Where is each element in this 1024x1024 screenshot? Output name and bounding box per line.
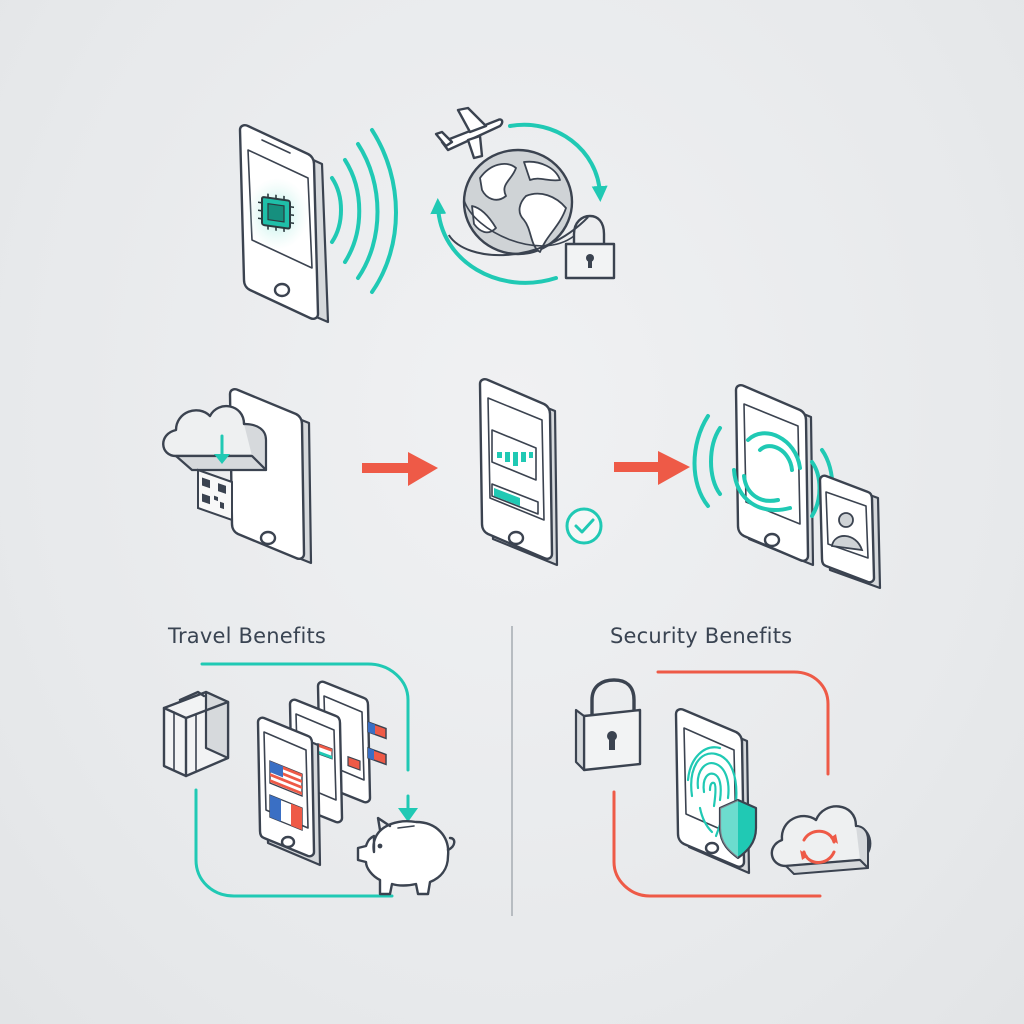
chip-icon	[258, 193, 294, 233]
cloud-download-icon	[162, 404, 268, 472]
phone-activation-icon	[478, 378, 603, 567]
cloud-sync-icon	[770, 805, 872, 875]
wireless-signal-icon	[330, 128, 398, 294]
fingerprint-phone-icon	[674, 708, 758, 875]
security-bracket	[612, 670, 830, 898]
cloud-download-phone-icon	[162, 388, 313, 565]
shield-icon	[718, 798, 758, 860]
padlock-icon	[564, 214, 616, 280]
arrow-right-icon	[362, 452, 438, 486]
travel-bracket	[194, 662, 410, 898]
phone-chip-icon	[238, 124, 330, 324]
globe-icon	[430, 122, 608, 285]
piggy-bank-icon	[356, 794, 456, 896]
checkmark-icon	[565, 507, 603, 545]
fingerprint-icon	[686, 746, 738, 838]
contact-phone-icon	[818, 474, 882, 590]
travel-benefits-heading: Travel Benefits	[168, 624, 327, 648]
flag-cards-icon	[256, 680, 387, 867]
qr-code-icon	[197, 468, 233, 522]
security-benefits-heading: Security Benefits	[610, 624, 793, 648]
arrow-right-icon-2	[614, 451, 690, 485]
airplane-icon	[434, 106, 504, 160]
luggage-icon	[162, 690, 230, 778]
phone-broadcast-icon	[692, 384, 835, 567]
large-padlock-icon	[574, 678, 642, 772]
